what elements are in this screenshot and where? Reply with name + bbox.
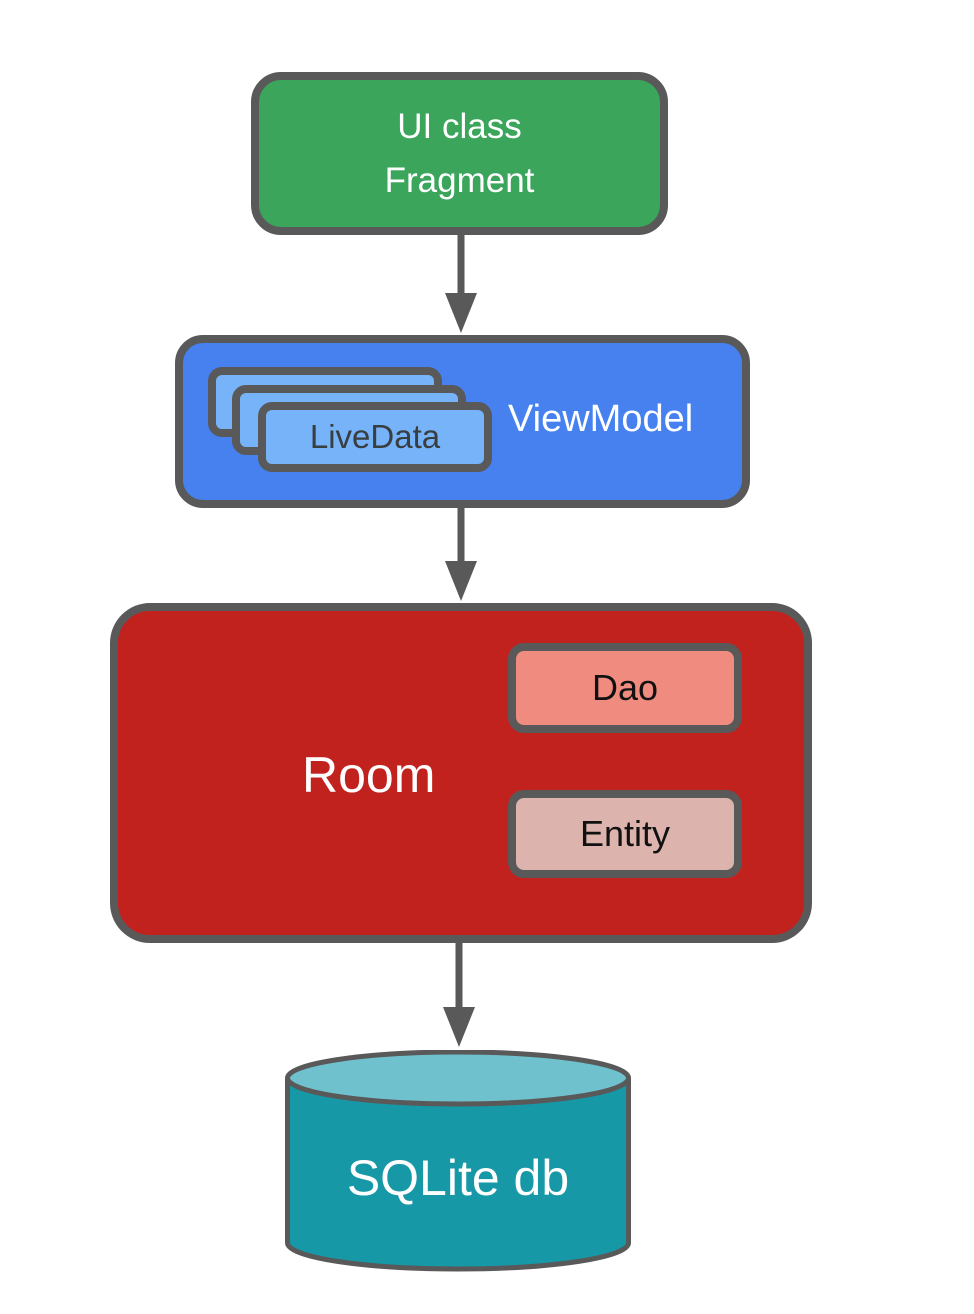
arrow-head-icon (445, 293, 477, 333)
dao-label: Dao (591, 667, 659, 708)
arrow-ui-to-viewmodel (444, 235, 478, 333)
node-ui-class-fragment: UI class Fragment (251, 72, 668, 235)
room-label: Room (302, 747, 436, 803)
livedata-card-front: LiveData (258, 402, 492, 472)
ui-class-label-line2: Fragment (384, 160, 535, 200)
arrow-viewmodel-to-room (444, 508, 478, 601)
node-viewmodel: LiveData ViewModel (175, 335, 750, 508)
node-dao: Dao (508, 643, 742, 733)
node-entity: Entity (508, 790, 742, 878)
viewmodel-label: ViewModel (508, 398, 694, 440)
entity-label: Entity (579, 813, 671, 854)
sqlite-db-label: SQLite db (347, 1150, 569, 1206)
ui-class-label: UI class Fragment (385, 100, 535, 208)
arrow-shaft (457, 508, 465, 563)
arrow-shaft (455, 943, 463, 1009)
ui-class-label-line1: UI class (397, 106, 522, 146)
node-sqlite-db: SQLite db (285, 1050, 631, 1272)
cylinder-body (285, 1078, 631, 1272)
arrow-head-icon (443, 1007, 475, 1047)
livedata-label: LiveData (309, 418, 441, 455)
arrow-room-to-sqlite (442, 943, 476, 1047)
cylinder-top (285, 1050, 631, 1107)
node-room: Room Dao Entity (110, 603, 812, 943)
arrow-head-icon (445, 561, 477, 601)
arrow-shaft (457, 235, 465, 295)
